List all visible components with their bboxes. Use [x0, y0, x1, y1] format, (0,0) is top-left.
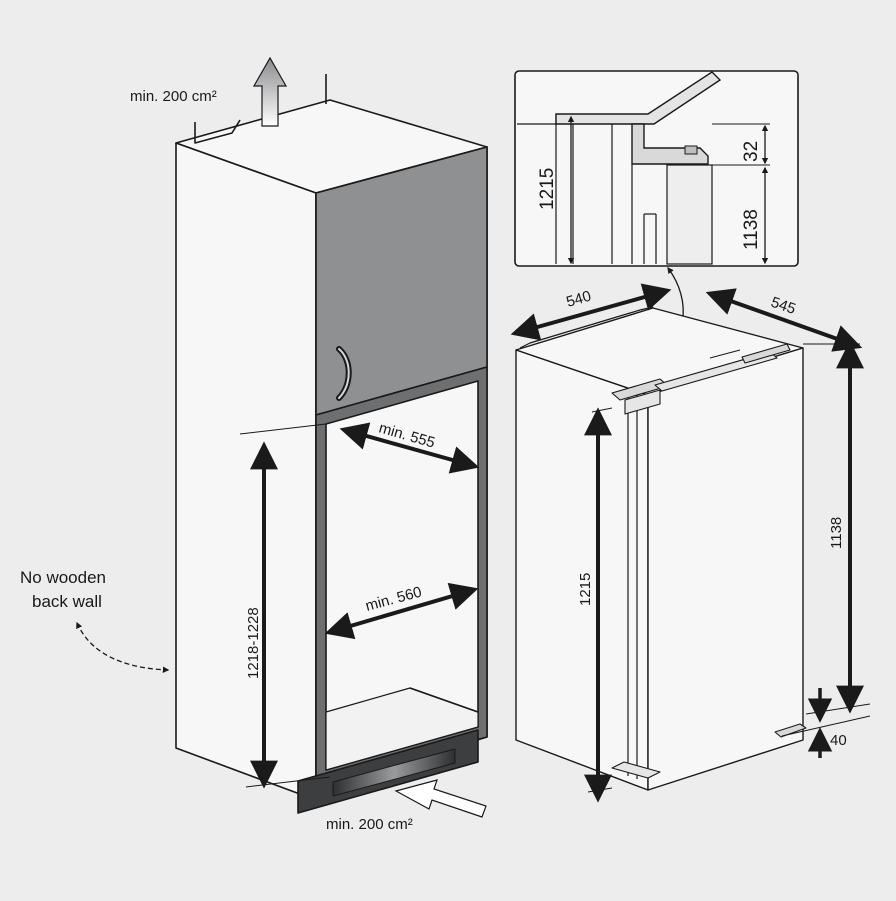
- dim-540: [510, 283, 672, 341]
- foot-40-label: 40: [830, 732, 847, 749]
- cabinet-back-rail: [194, 119, 241, 144]
- niche-height-label: 1218-1228: [245, 607, 262, 679]
- dim-min-555: [339, 422, 480, 474]
- detail-32-label: 32: [741, 141, 762, 162]
- tall-cabinet: [175, 74, 488, 814]
- dim-545: [705, 288, 863, 352]
- vent-bottom-label: min. 200 cm²: [326, 816, 413, 833]
- cabinet-side: [175, 142, 317, 801]
- detail-1215-label: 1215: [537, 168, 558, 210]
- detail-1138-label: 1138: [741, 209, 762, 250]
- appliance: [515, 306, 871, 793]
- width-540-label: 540: [564, 288, 593, 311]
- no-wooden-label-line1: No wooden: [20, 568, 106, 587]
- no-wooden-pointer-arrow: [76, 621, 170, 674]
- niche-floor-edge: [409, 687, 479, 713]
- hinge-detail-box: [514, 70, 799, 267]
- vent-top-label: min. 200 cm²: [130, 88, 217, 105]
- dim-min-560: [324, 582, 479, 640]
- height-1215-label: 1215: [577, 573, 594, 606]
- vent-bottom-arrow-icon: [394, 779, 487, 818]
- ext-line-top: [239, 423, 327, 435]
- height-1138-label: 1138: [828, 517, 845, 549]
- no-wooden-label-line2: back wall: [32, 592, 102, 611]
- plinth-vent-grille: [332, 748, 456, 797]
- appliance-front: [647, 347, 804, 791]
- vent-top-arrow-icon: [252, 56, 288, 127]
